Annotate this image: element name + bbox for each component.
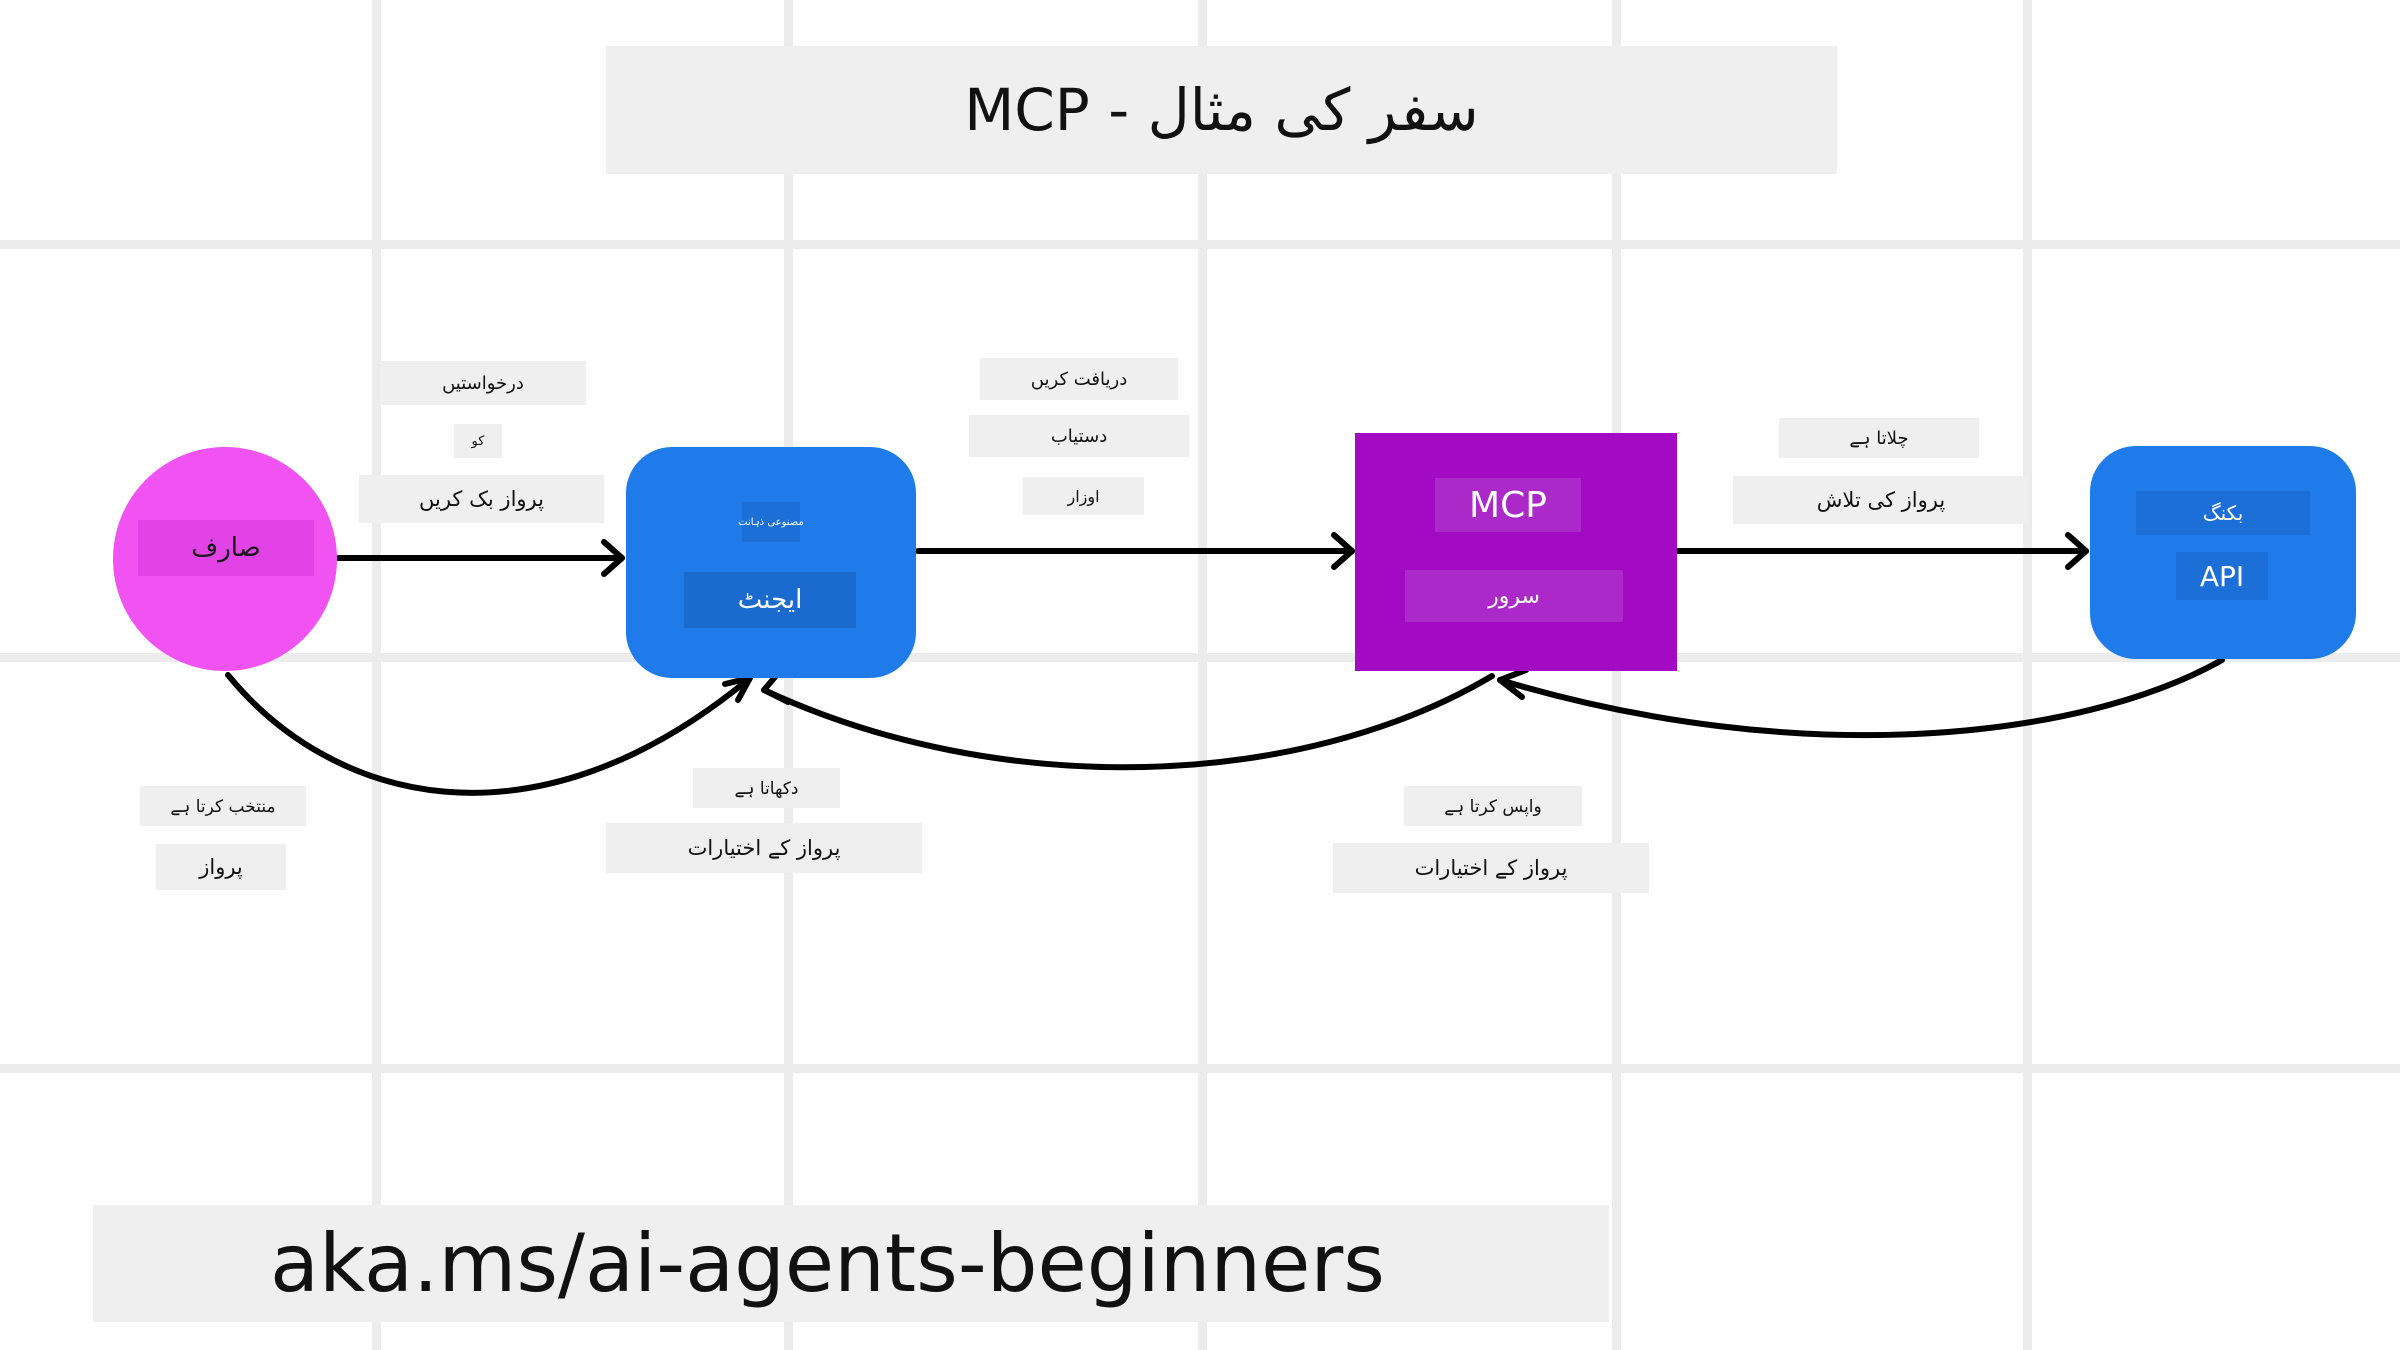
agent-label: ایجنٹ [737,585,803,615]
edge-label-text: منتخب کرتا ہے [170,796,276,817]
edge-label-text: پرواز کی تلاش [1816,488,1946,512]
edge-label-shows: دکھاتا ہے [693,768,840,808]
edge-label-book-flight: پرواز بک کریں [359,475,604,523]
edge-label-flight-options-agent: پرواز کے اختیارات [606,823,922,873]
agent-label-box: ایجنٹ [684,572,856,628]
grid-line [0,1064,2400,1073]
agent-small-label: مصنوعی ذہانت [738,516,804,528]
server-label: سرور [1488,583,1540,609]
edge-label-text: پرواز بک کریں [419,487,544,511]
mcp-label-box: MCP [1435,478,1581,532]
footer-link[interactable]: aka.ms/ai-agents-beginners [270,1217,1385,1310]
edge-label-selects: منتخب کرتا ہے [140,786,306,826]
edge-label-text: واپس کرتا ہے [1444,796,1542,817]
diagram-title-text: MCP - سفر کی مثال [964,76,1479,144]
footer-link-box[interactable]: aka.ms/ai-agents-beginners [93,1205,1609,1322]
edge-label-returns: واپس کرتا ہے [1404,786,1582,826]
grid-line [0,653,2400,662]
edge-label-text: اوزار [1067,486,1100,506]
edge-label-text: دستیاب [1050,425,1108,447]
edge-label-available: دستیاب [969,415,1189,457]
diagram-title: MCP - سفر کی مثال [606,46,1837,174]
edge-label-text: کو [471,433,485,449]
server-label-box: سرور [1405,570,1623,622]
edge-label-text: پرواز کے اختیارات [1414,856,1568,880]
edge-label-flight: پرواز [156,844,286,890]
arrow-api-to-server [1497,657,2225,739]
edge-label-flight-options-server: پرواز کے اختیارات [1333,843,1649,893]
user-node[interactable]: صارف [113,447,337,671]
booking-api-node[interactable]: بکنگ API [2090,446,2356,659]
agent-small-label-box: مصنوعی ذہانت [738,502,804,542]
user-label: صارف [191,533,261,563]
grid-line [1612,0,1621,1350]
arrowhead-user-to-agent-selects [722,675,753,703]
edge-label-to: کو [454,424,502,458]
edge-label-runs: چلاتا ہے [1779,418,1979,458]
edge-label-text: دکھاتا ہے [734,778,799,799]
ai-agent-node[interactable]: مصنوعی ذہانت ایجنٹ [626,447,916,678]
arrow-user-to-agent-selects [225,672,753,796]
edge-label-text: پرواز کے اختیارات [687,836,841,860]
arrowhead-agent-to-server [1331,532,1355,570]
edge-label-requests: درخواستیں [380,361,586,405]
mcp-server-node[interactable]: MCP سرور [1355,433,1677,671]
booking-label: بکنگ [2202,501,2244,525]
edge-label-text: درخواستیں [442,372,524,394]
edge-label-discover: دریافت کریں [980,358,1178,400]
booking-label-box: بکنگ [2136,491,2310,535]
edge-label-text: چلاتا ہے [1849,427,1909,449]
grid-line [0,240,2400,249]
arrowhead-api-to-server [1497,667,1529,700]
api-label: API [2199,559,2245,593]
mcp-label: MCP [1469,484,1547,526]
edge-label-tools: اوزار [1023,477,1144,515]
arrowhead-server-to-api [2065,532,2089,570]
arrow-server-to-agent [761,673,1495,771]
edge-label-text: دریافت کریں [1030,368,1128,390]
arrowhead-user-to-agent [601,539,625,577]
edge-label-text: پرواز [199,855,243,879]
grid-line [1198,0,1207,1350]
grid-line [372,0,381,1350]
api-label-box: API [2176,552,2268,600]
edge-label-flight-search: پرواز کی تلاش [1733,476,2029,524]
user-label-box: صارف [138,520,314,576]
grid-line [2023,0,2032,1350]
